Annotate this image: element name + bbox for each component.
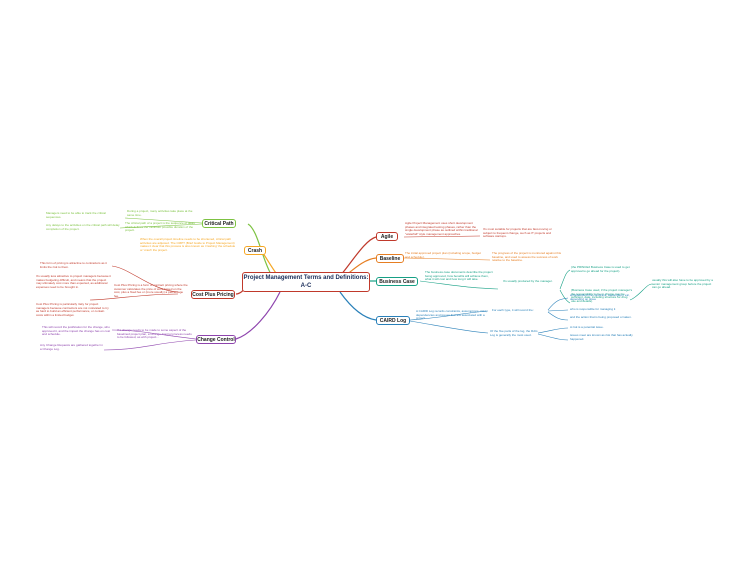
branch-cost-plus-pricing[interactable]: Cost Plus Pricing [191,290,235,299]
crash-note-1: When the overall project timeline needs … [140,237,236,253]
caird-sub-3: and the action that is being proposed or… [570,315,632,319]
caird-sub-1: whoidentified the constraint, assumption… [570,293,630,301]
critical-path-note-1: During a project, many activities take p… [127,209,193,217]
branch-business-case[interactable]: Business Case [376,277,418,286]
branch-crash[interactable]: Crash [244,246,266,255]
caird-note-3: Of the five parts of the log, the RAG Lo… [490,329,538,337]
cost-plus-sub-1: This form of pricing is attractive to co… [40,261,107,269]
connector-change-control [235,291,281,340]
business-case-sub-3: usually this will also have to be approv… [652,278,713,290]
change-control-sub-1: This will record the justification for t… [42,325,111,337]
change-control-sub-2: Any Change Requests are gathered togethe… [40,343,103,351]
branch-caird-log[interactable]: CAIRD Log [376,316,410,325]
connector-caird [339,291,377,321]
cost-plus-note-1: Cost Plus Pricing is a form of contract … [114,283,188,299]
connector-agile [339,236,377,277]
baseline-note-1: The initial approved project plan (inclu… [405,251,481,259]
business-case-sub-2: (Business Case used, if the project mana… [571,288,633,304]
critical-path-sub-1: Managers need to be able to track the cr… [46,211,106,219]
central-title-line2: A-C [300,282,312,289]
agile-note-2: It's most suitable for projects that are… [483,227,552,239]
cost-plus-sub-2: It's usually less attractive to project … [36,274,111,290]
central-topic[interactable]: Project Management Terms and Definitions… [242,272,370,292]
change-control-note-1: If a change needs to be made to some asp… [117,328,192,340]
business-case-note-2: It's usually produced by the manager. [503,279,553,283]
agile-note-1: Agile Project Management uses short deve… [405,221,478,237]
branch-baseline[interactable]: Baseline [376,254,404,263]
branch-change-control[interactable]: Change Control [196,335,236,344]
caird-sub-4: A risk is a potential issue. [570,325,604,329]
central-title-line1: Project Management Terms and Definitions… [243,275,369,281]
critical-path-sub-2: Any delays to the activities on the crit… [46,223,120,231]
business-case-sub-1: (the PRINCE2 Business Case is used to ge… [571,265,630,273]
caird-note-2: For each type, it will record the: [492,308,534,312]
cost-plus-sub-3: Cost Plus Pricing is particularly risky … [36,302,109,318]
branch-critical-path[interactable]: Critical Path [202,219,236,228]
critical-path-note-2: The critical path of a project is the se… [125,221,195,233]
caird-sub-2: who is responsible for managing it [570,307,616,311]
caird-note-1: A CAIRD Log records constraints, assumpt… [416,309,488,321]
caird-sub-5: issues meet are known as risk that has a… [570,333,633,341]
branch-agile[interactable]: Agile [376,232,398,241]
business-case-note-1: The business case documents describe the… [425,270,493,282]
baseline-note-2: The progress of the project is monitored… [492,251,562,263]
